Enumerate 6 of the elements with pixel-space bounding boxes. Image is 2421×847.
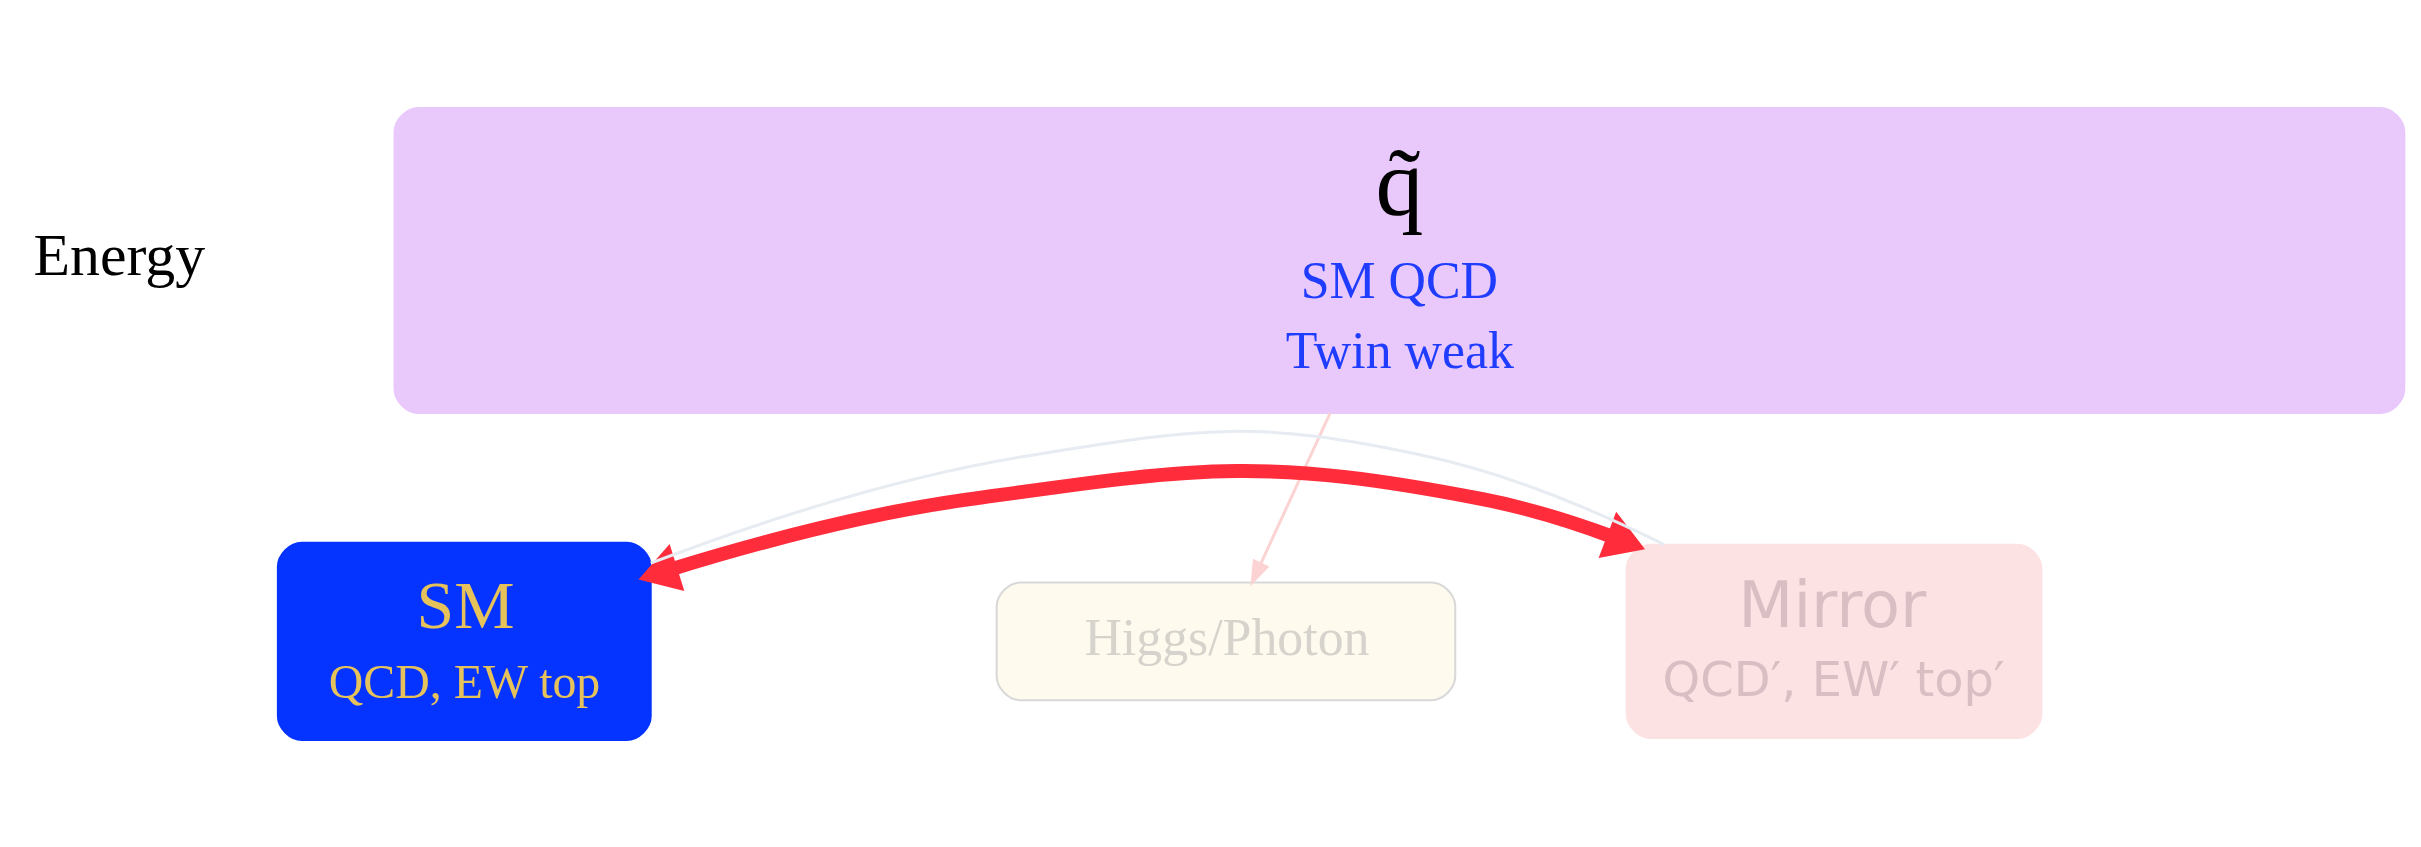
connector — [650, 429, 1665, 565]
arrow — [1250, 411, 1332, 586]
arrow — [638, 463, 1646, 591]
label: Energy — [33, 221, 206, 288]
node-box: SM QCD, EW top — [276, 541, 652, 741]
node-box: q̃ SM QCD Twin weak — [393, 106, 2406, 414]
